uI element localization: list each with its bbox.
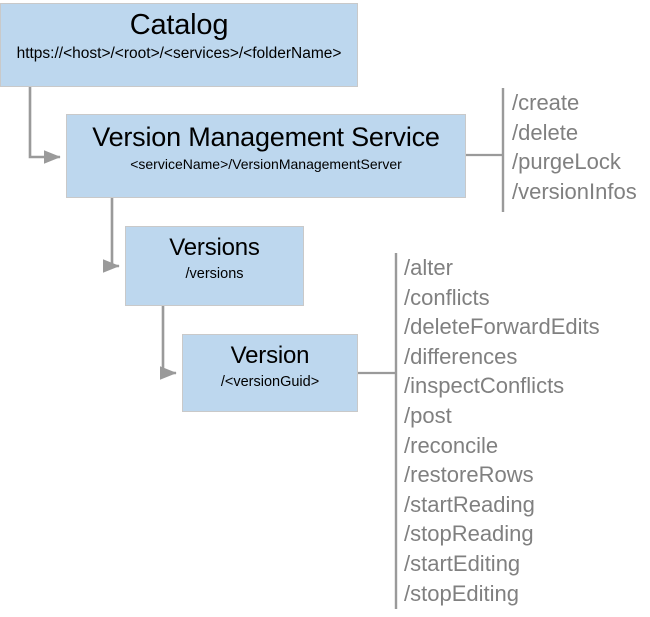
connector-catalog-to-service: [28, 87, 61, 164]
operation-item[interactable]: /startReading: [404, 491, 535, 517]
node-version[interactable]: Version /<versionGuid>: [182, 334, 358, 412]
operation-item[interactable]: /deleteForwardEdits: [404, 314, 600, 340]
operation-item[interactable]: /startEditing: [404, 550, 521, 576]
operation-list-service: /create/delete/purgeLock/versionInfos: [512, 88, 637, 206]
operation-item[interactable]: /reconcile: [404, 432, 499, 458]
node-versions-title: Versions: [169, 234, 260, 261]
operation-item[interactable]: /inspectConflicts: [404, 373, 565, 399]
operation-item[interactable]: /stopEditing: [404, 580, 519, 606]
operation-list-version: /alter/conflicts/deleteForwardEdits/diff…: [404, 253, 600, 608]
operation-item[interactable]: /delete: [512, 119, 579, 145]
operation-item[interactable]: /create: [512, 90, 580, 115]
operation-item[interactable]: /alter: [404, 255, 453, 280]
node-catalog[interactable]: Catalog https://<host>/<root>/<services>…: [0, 3, 358, 87]
operation-item[interactable]: /post: [404, 402, 452, 428]
node-version-subtitle: /<versionGuid>: [220, 374, 320, 391]
node-version-title: Version: [230, 342, 310, 369]
operation-item[interactable]: /restoreRows: [404, 462, 534, 488]
connector-versions-to-version: [159, 306, 177, 380]
node-catalog-subtitle: https://<host>/<root>/<services>/<folder…: [16, 45, 342, 63]
operation-item[interactable]: /versionInfos: [512, 178, 637, 204]
node-version-management-service-title: Version Management Service: [92, 122, 440, 152]
operation-item[interactable]: /stopReading: [404, 521, 534, 547]
operation-item[interactable]: /purgeLock: [512, 149, 621, 175]
connector-service-to-operations: [466, 88, 505, 212]
node-versions-subtitle: /versions: [185, 266, 244, 283]
operation-item[interactable]: /differences: [404, 343, 518, 369]
node-versions[interactable]: Versions /versions: [125, 226, 304, 306]
node-catalog-title: Catalog: [129, 9, 229, 41]
operation-item[interactable]: /conflicts: [404, 284, 490, 310]
connector-service-to-versions: [102, 198, 120, 273]
node-version-management-service[interactable]: Version Management Service <serviceName>…: [66, 114, 466, 198]
node-version-management-service-subtitle: <serviceName>/VersionManagementServer: [130, 156, 402, 173]
connector-version-to-operations: [358, 253, 398, 609]
